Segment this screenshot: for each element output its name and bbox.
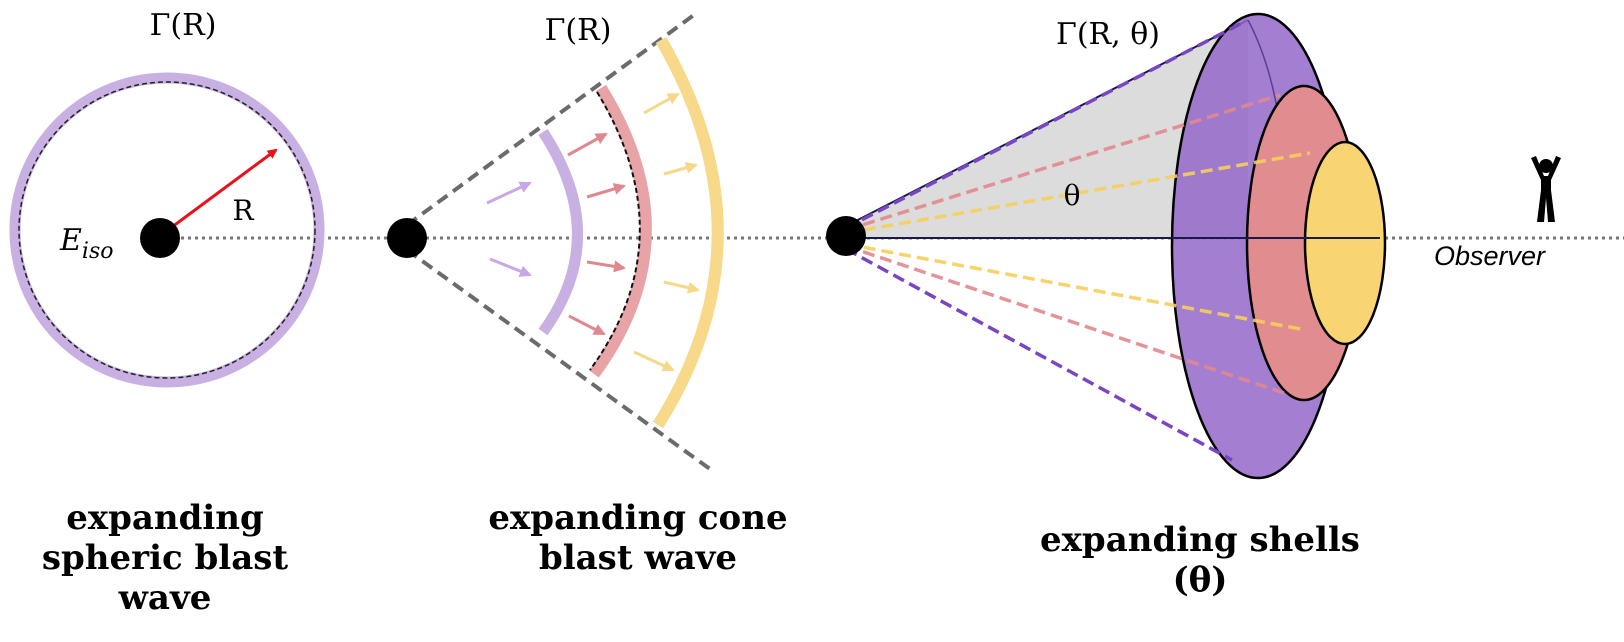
source-dot — [140, 218, 180, 258]
shell-inner-yellow — [1303, 140, 1387, 346]
sphere-shock-front — [18, 81, 316, 379]
source-dot — [826, 216, 866, 256]
cone-edge-upper — [405, 10, 700, 227]
source-dot — [387, 218, 427, 258]
velocity-arrow — [586, 260, 626, 273]
velocity-arrow — [663, 161, 698, 176]
caption-sphere: expanding spheric blast wave — [41, 498, 289, 618]
person-icon — [1531, 156, 1561, 222]
velocity-arrow — [643, 92, 680, 115]
velocity-arrow — [663, 280, 700, 294]
energy-label: Eiso — [59, 223, 113, 264]
velocity-arrow — [486, 181, 532, 205]
panel-cone: Γ(R) — [387, 10, 724, 471]
cone-shock-front — [589, 91, 641, 371]
panel-shells: Γ(R, θ) θ Observer — [826, 12, 1561, 480]
viewing-cone — [846, 20, 1248, 238]
ray-pink — [845, 93, 1281, 232]
gamma-label-cone: Γ(R) — [545, 13, 612, 48]
velocity-arrow — [489, 257, 532, 277]
velocity-arrow — [586, 183, 626, 199]
ray-purple — [845, 247, 1233, 462]
ray-pink — [845, 244, 1285, 395]
caption-cone: expanding cone blast wave — [488, 498, 788, 578]
cone-edge-lower — [405, 248, 712, 471]
cone-shell-purple — [538, 128, 583, 336]
velocity-arrow — [568, 314, 606, 336]
observer-label: Observer — [1434, 241, 1546, 271]
sphere-shell — [9, 72, 325, 388]
radius-arrow — [171, 148, 278, 229]
radius-label: R — [232, 194, 254, 227]
cone-shell-pink — [589, 84, 652, 378]
ray-purple — [845, 20, 1245, 230]
velocity-arrow — [633, 350, 675, 372]
panel-sphere: Γ(R) R Eiso — [9, 8, 325, 388]
ray-yellow — [845, 242, 1307, 332]
gamma-label-sphere: Γ(R) — [150, 8, 217, 43]
cone-shell-yellow — [652, 36, 724, 429]
ray-yellow — [845, 151, 1311, 235]
caption-shells: expanding shells (θ) — [1040, 520, 1360, 600]
theta-label: θ — [1064, 179, 1081, 212]
velocity-arrow — [567, 132, 608, 157]
gamma-label-shells: Γ(R, θ) — [1056, 17, 1160, 52]
